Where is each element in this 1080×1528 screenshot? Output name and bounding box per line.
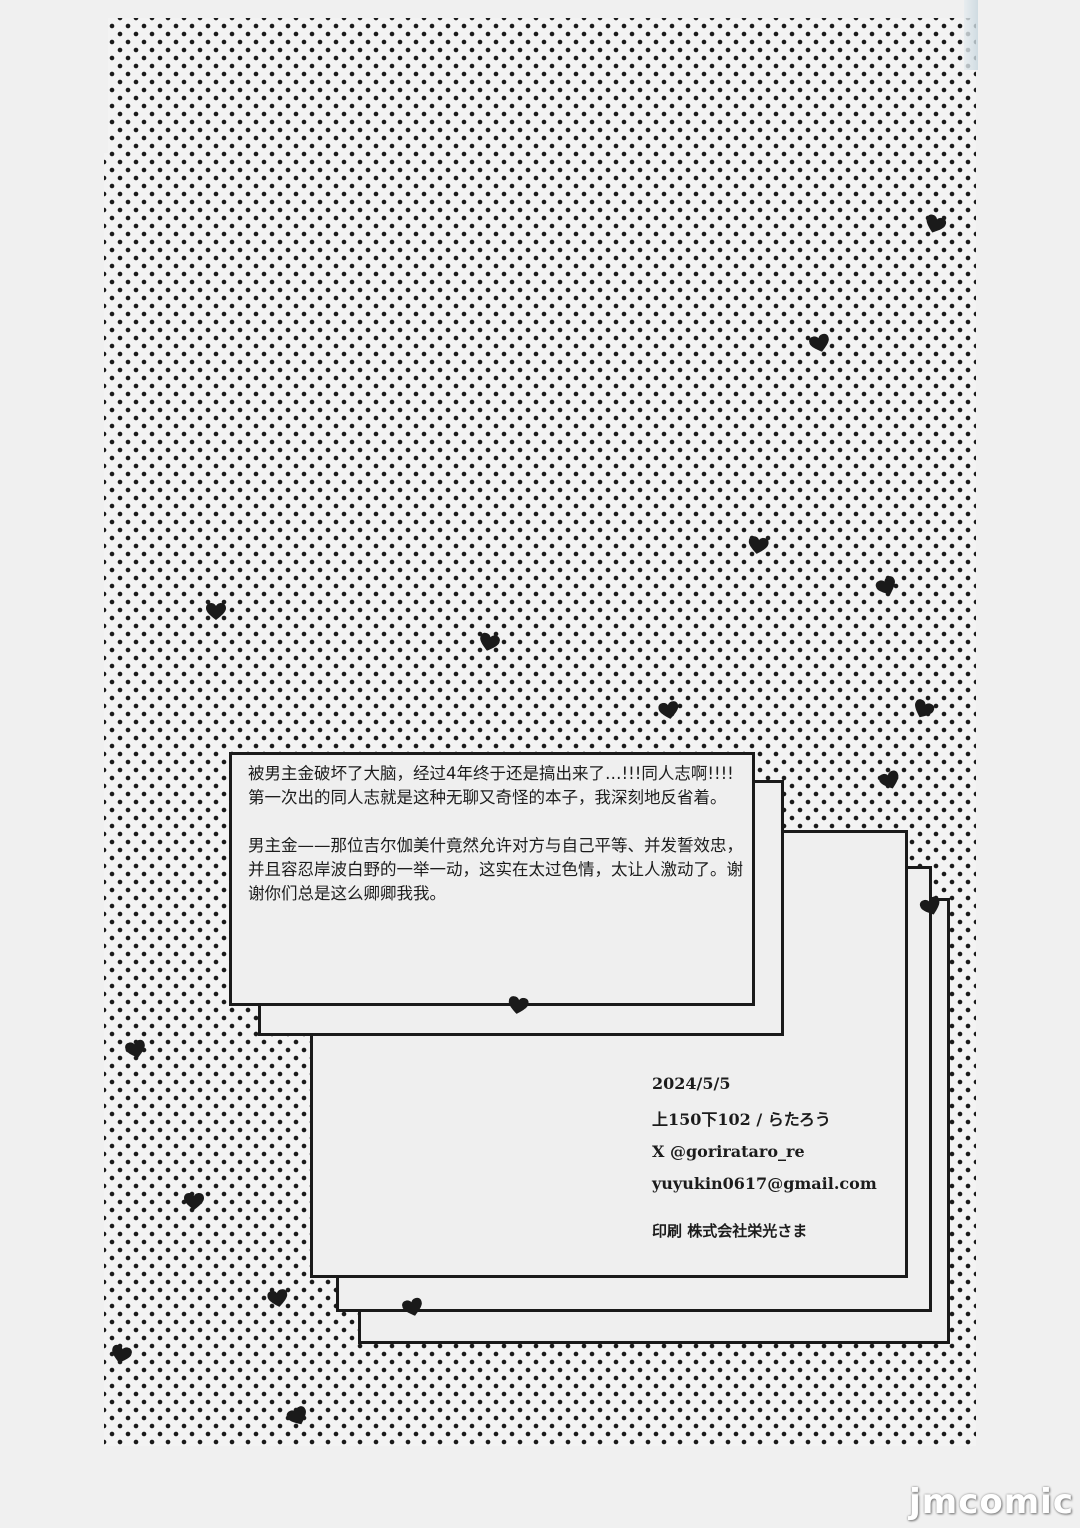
heart-icon bbox=[184, 1193, 204, 1210]
heart-icon bbox=[480, 632, 500, 651]
heart-icon bbox=[508, 996, 529, 1014]
heart-icon bbox=[658, 701, 679, 719]
polka-dot-background bbox=[104, 18, 976, 1446]
author-credit: 上150下102 / らたろう bbox=[652, 1110, 831, 1129]
scan-edge bbox=[964, 0, 978, 70]
heart-icon bbox=[915, 699, 935, 718]
heart-icon bbox=[112, 1344, 132, 1363]
publication-date: 2024/5/5 bbox=[652, 1074, 731, 1093]
heart-icon bbox=[206, 603, 226, 620]
afterword-text: 被男主金破坏了大脑，经过4年终于还是搞出来了…!!!同人志啊!!!!第一次出的同… bbox=[248, 762, 748, 930]
heart-icon bbox=[809, 333, 829, 352]
heart-icon bbox=[402, 1297, 422, 1316]
printer-credit: 印刷 株式会社栄光さま bbox=[652, 1222, 808, 1240]
heart-icon bbox=[286, 1406, 306, 1425]
heart-icon bbox=[748, 536, 769, 554]
afterword-paragraph-1: 被男主金破坏了大脑，经过4年终于还是搞出来了…!!!同人志啊!!!!第一次出的同… bbox=[248, 764, 734, 807]
scan-gap bbox=[104, 18, 108, 153]
heart-icon bbox=[926, 214, 947, 233]
heart-icon bbox=[875, 576, 895, 595]
heart-icon bbox=[267, 1289, 288, 1307]
heart-icon bbox=[125, 1039, 145, 1058]
heart-icon bbox=[919, 896, 940, 915]
contact-email: yuyukin0617@gmail.com bbox=[652, 1174, 877, 1193]
note-card bbox=[229, 752, 755, 1006]
x-account: X @gorirataro_re bbox=[652, 1142, 805, 1161]
afterword-paragraph-2: 男主金——那位吉尔伽美什竟然允许对方与自己平等、并发誓效忠，并且容忍岸波白野的一… bbox=[248, 836, 743, 903]
heart-icon bbox=[878, 770, 899, 789]
site-watermark: jmcomic bbox=[909, 1482, 1074, 1522]
